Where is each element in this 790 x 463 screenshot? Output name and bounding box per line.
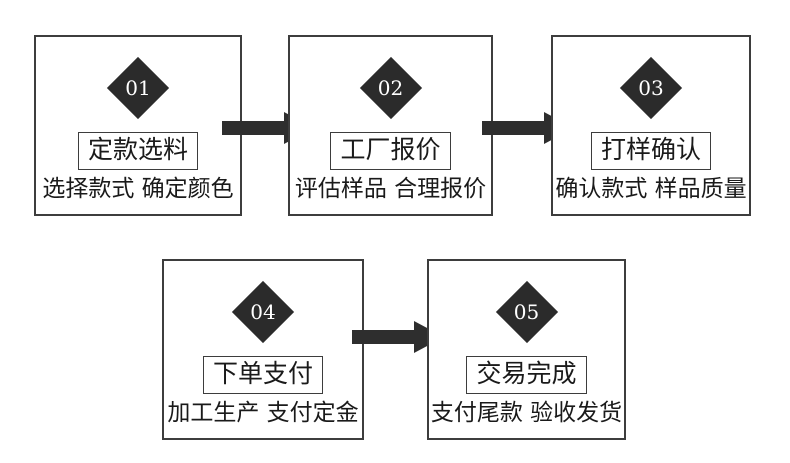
- connector-arrow-04-to-05: [352, 321, 444, 353]
- step-box-02[interactable]: 02 工厂报价 评估样品 合理报价: [288, 35, 493, 216]
- step-subtitle-01: 选择款式 确定颜色: [42, 176, 234, 202]
- step-title-03: 打样确认: [590, 132, 711, 170]
- step-number-01: 01: [125, 76, 151, 100]
- step-subtitle-02: 评估样品 合理报价: [294, 176, 487, 202]
- step-title-01: 定款选料: [77, 132, 198, 170]
- step-number-02: 02: [377, 76, 404, 100]
- step-title-02: 工厂报价: [330, 132, 451, 170]
- step-title-04: 下单支付: [202, 356, 323, 394]
- step-number-04: 04: [250, 300, 276, 324]
- step-subtitle-03: 确认款式 样品质量: [555, 176, 747, 202]
- step-box-05[interactable]: 05 交易完成 支付尾款 验收发货: [427, 259, 626, 440]
- step-box-04[interactable]: 04 下单支付 加工生产 支付定金: [162, 259, 364, 440]
- step-box-01[interactable]: 01 定款选料 选择款式 确定颜色: [34, 35, 242, 216]
- step-number-05: 05: [513, 300, 540, 324]
- step-subtitle-05: 支付尾款 验收发货: [430, 400, 623, 426]
- step-number-03: 03: [638, 76, 664, 100]
- step-title-05: 交易完成: [466, 356, 587, 394]
- step-box-03[interactable]: 03 打样确认 确认款式 样品质量: [551, 35, 751, 216]
- step-subtitle-04: 加工生产 支付定金: [167, 400, 359, 426]
